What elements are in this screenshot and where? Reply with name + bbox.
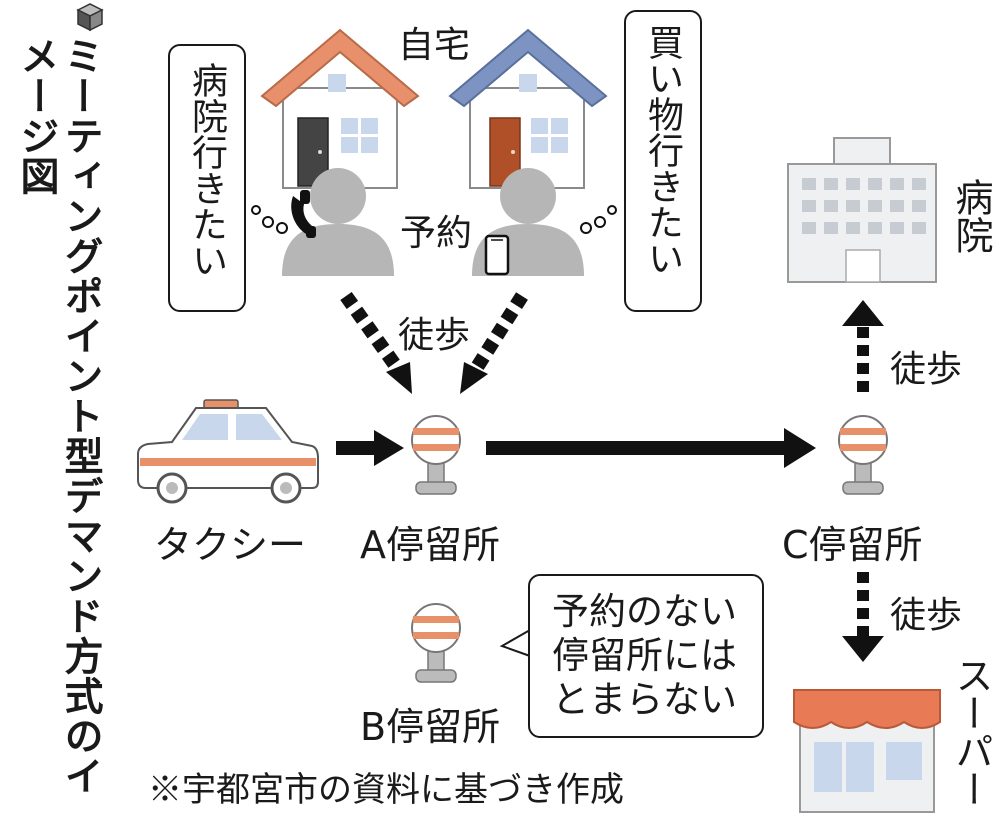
hospital-building-icon bbox=[787, 137, 937, 283]
home-left-icon bbox=[260, 28, 420, 189]
cube-icon bbox=[76, 3, 104, 32]
arrow-walk-right-to-a bbox=[460, 292, 528, 394]
label-home: 自宅 bbox=[398, 25, 471, 66]
bubble-no-reservation-line3: とまらない bbox=[552, 678, 737, 721]
label-walk-to-hospital: 徒歩 bbox=[890, 349, 963, 390]
bubble-no-reservation: 予約のない 停留所には とまらない bbox=[528, 574, 764, 738]
bus-stop-a-icon bbox=[411, 415, 461, 495]
smartphone-icon bbox=[484, 234, 510, 276]
bubble-no-reservation-line2: 停留所には bbox=[552, 634, 737, 677]
arrow-walk-c-to-hospital bbox=[842, 300, 884, 392]
bubble-want-hospital-text: 病院行きたい bbox=[186, 62, 227, 278]
label-reserve: 予約 bbox=[400, 213, 473, 254]
label-stop-c: C停留所 bbox=[782, 523, 923, 567]
bus-stop-c-icon bbox=[838, 415, 888, 495]
page-title: ミーティングポイント型デマンド方式のイメージ図 bbox=[14, 36, 103, 796]
thought-dots-right bbox=[580, 205, 617, 234]
source-note: ※宇都宮市の資料に基づき作成 bbox=[148, 770, 624, 810]
label-hospital: 病院 bbox=[949, 178, 993, 254]
arrow-walk-left-to-a bbox=[340, 291, 412, 394]
supermarket-building-icon bbox=[793, 689, 941, 813]
label-stop-b: B停留所 bbox=[360, 705, 501, 749]
arrow-walk-c-to-supermarket bbox=[842, 572, 884, 662]
arrow-taxi-to-a bbox=[336, 430, 404, 466]
bubble-no-reservation-line1: 予約のない bbox=[552, 590, 737, 633]
arrow-a-to-c bbox=[486, 428, 816, 468]
home-right-icon bbox=[448, 28, 608, 189]
bubble-want-hospital: 病院行きたい bbox=[168, 44, 246, 312]
taxi-icon bbox=[137, 399, 319, 504]
thought-dots-left bbox=[251, 205, 288, 234]
phone-call-icon bbox=[291, 190, 316, 238]
bubble-tail-b bbox=[499, 629, 531, 657]
label-walk-top: 徒歩 bbox=[398, 315, 471, 356]
label-walk-to-supermarket: 徒歩 bbox=[890, 595, 963, 636]
label-stop-a: A停留所 bbox=[360, 523, 500, 567]
label-taxi: タクシー bbox=[154, 523, 307, 567]
label-supermarket: スーパー bbox=[949, 656, 993, 808]
bus-stop-b-icon bbox=[411, 603, 461, 683]
bubble-want-shopping-text: 買い物行きたい bbox=[642, 24, 683, 276]
bubble-want-shopping: 買い物行きたい bbox=[624, 10, 702, 312]
